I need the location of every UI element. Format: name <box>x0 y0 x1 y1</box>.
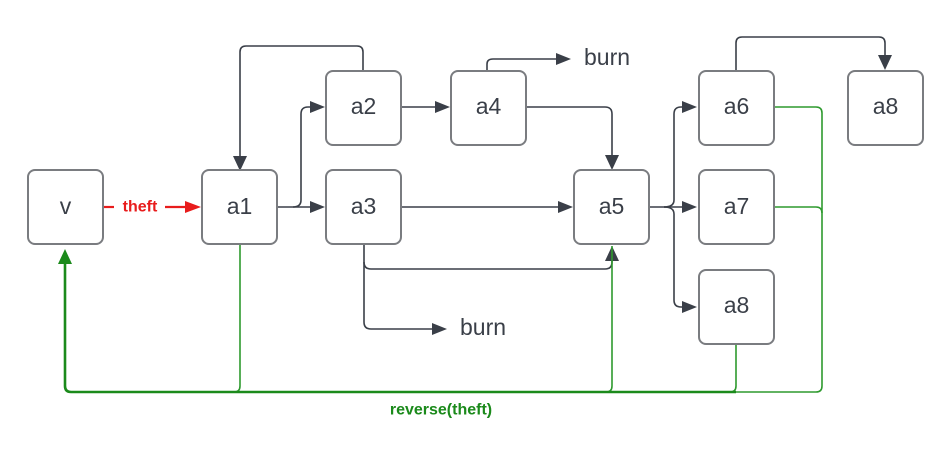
node-a3-label: a3 <box>351 193 377 219</box>
edge-a5-to-a6 <box>663 106 684 208</box>
node-a8-upper-label: a8 <box>873 93 899 119</box>
reverse-theft-label: reverse(theft) <box>390 402 492 419</box>
node-a6[interactable]: a6 <box>698 70 775 146</box>
node-a1[interactable]: a1 <box>201 169 278 245</box>
arrowhead-a6-to-a8 <box>878 55 892 70</box>
arrowhead-a2-to-a1 <box>233 156 247 171</box>
node-a7[interactable]: a7 <box>698 169 775 245</box>
node-a2-label: a2 <box>351 93 377 119</box>
edge-a7-reverse <box>774 206 823 214</box>
edge-a4-to-burn <box>486 58 558 72</box>
node-a6-label: a6 <box>724 93 750 119</box>
edge-a2-to-a1 <box>239 45 364 160</box>
arrowhead-a5-to-a6 <box>682 101 697 113</box>
arrowhead-v-to-a1 <box>185 201 201 213</box>
node-a8-lower-label: a8 <box>724 292 750 318</box>
node-a5-label: a5 <box>599 193 625 219</box>
burn-label-top: burn <box>584 44 630 70</box>
node-v-label: v <box>60 193 72 219</box>
node-a3[interactable]: a3 <box>325 169 402 245</box>
theft-label: theft <box>123 199 158 216</box>
transfer-edges <box>233 36 892 335</box>
arrowhead-a2-to-a4 <box>435 101 450 113</box>
arrowhead-a4-to-burn <box>556 53 571 65</box>
edge-a5-to-a8 <box>663 206 684 308</box>
node-a4[interactable]: a4 <box>450 70 527 146</box>
arrowhead-a5-to-a7 <box>682 201 697 213</box>
edge-a1-reverse <box>233 244 241 393</box>
node-a7-label: a7 <box>724 193 750 219</box>
arrowhead-a3-to-a5 <box>558 201 573 213</box>
node-a8-upper[interactable]: a8 <box>847 70 924 146</box>
theft-edge: theft <box>103 199 201 216</box>
edge-a3-to-a5-lower <box>363 244 613 270</box>
arrowhead-reverse-to-v <box>58 249 72 264</box>
edge-a6-reverse <box>612 106 823 393</box>
node-a8-lower[interactable]: a8 <box>698 269 775 345</box>
burn-label-bottom: burn <box>460 314 506 340</box>
node-a1-label: a1 <box>227 193 253 219</box>
reverse-edges <box>58 106 823 394</box>
node-a2[interactable]: a2 <box>325 70 402 146</box>
arrowhead-a1-to-a3 <box>310 201 325 213</box>
arrowhead-a4-to-a5 <box>605 155 619 170</box>
edge-a1-to-a2 <box>292 106 312 208</box>
arrowhead-a5-to-a8 <box>682 301 697 313</box>
node-a4-label: a4 <box>476 93 502 119</box>
arrowhead-a1-to-a2 <box>310 101 325 113</box>
node-a5[interactable]: a5 <box>573 169 650 245</box>
arrowhead-a3-to-burn <box>432 323 447 335</box>
edge-a6-to-a8 <box>735 36 886 72</box>
edge-a8-reverse <box>729 344 737 393</box>
node-v[interactable]: v <box>27 169 104 245</box>
edge-reverse-bus <box>63 262 736 394</box>
edge-a3-to-burn <box>363 262 434 330</box>
edge-a4-to-a5 <box>526 106 613 158</box>
